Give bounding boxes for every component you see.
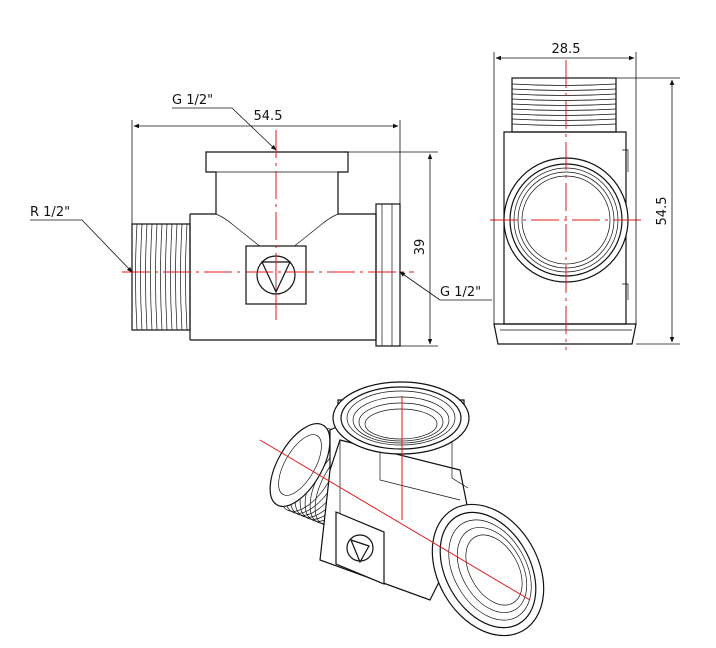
front-width-dimension: 54.5 — [131, 109, 401, 224]
front-right-thread-label: G 1/2" — [440, 285, 481, 300]
thread-line — [140, 223, 143, 331]
thread-line — [170, 223, 173, 331]
thread-line — [511, 118, 617, 121]
thread-line — [160, 223, 163, 331]
front-height-label: 39 — [413, 239, 428, 256]
side-height-label: 54.5 — [655, 197, 670, 226]
thread-line — [511, 108, 617, 111]
thread-line — [145, 223, 148, 331]
front-left-thread — [131, 214, 191, 340]
iso-right-socket — [431, 503, 545, 637]
front-top-thread-label: G 1/2" — [172, 93, 213, 108]
front-view: 54.5 39 G 1/2" R 1/2" G 1/2" — [30, 93, 492, 347]
front-height-dimension: 39 — [348, 151, 438, 347]
thread-line — [175, 223, 178, 331]
iso-top-socket — [332, 381, 470, 455]
side-top-thread — [511, 77, 617, 133]
thread-line — [135, 223, 138, 331]
thread-line — [511, 113, 617, 116]
front-width-label: 54.5 — [254, 109, 283, 124]
thread-line — [511, 103, 617, 106]
thread-line — [511, 88, 617, 91]
thread-line — [511, 98, 617, 101]
side-width-dimension: 28.5 — [493, 42, 637, 324]
thread-line — [511, 93, 617, 96]
thread-line — [165, 223, 168, 331]
front-right-flange — [375, 203, 401, 347]
thread-line — [185, 223, 188, 331]
front-left-thread-label: R 1/2" — [30, 205, 70, 220]
side-width-label: 28.5 — [552, 42, 581, 57]
thread-line — [180, 223, 183, 331]
thread-line — [511, 123, 617, 126]
side-view: 28.5 54.5 — [490, 42, 680, 350]
front-left-callout: R 1/2" — [30, 205, 133, 273]
isometric-view — [259, 381, 545, 637]
thread-line — [150, 223, 153, 331]
front-top-callout: G 1/2" — [172, 93, 277, 151]
side-height-dimension: 54.5 — [616, 77, 680, 345]
thread-line — [511, 83, 617, 86]
iso-logo-icon — [335, 511, 385, 585]
thread-line — [155, 223, 158, 331]
front-right-callout: G 1/2" — [399, 271, 492, 301]
